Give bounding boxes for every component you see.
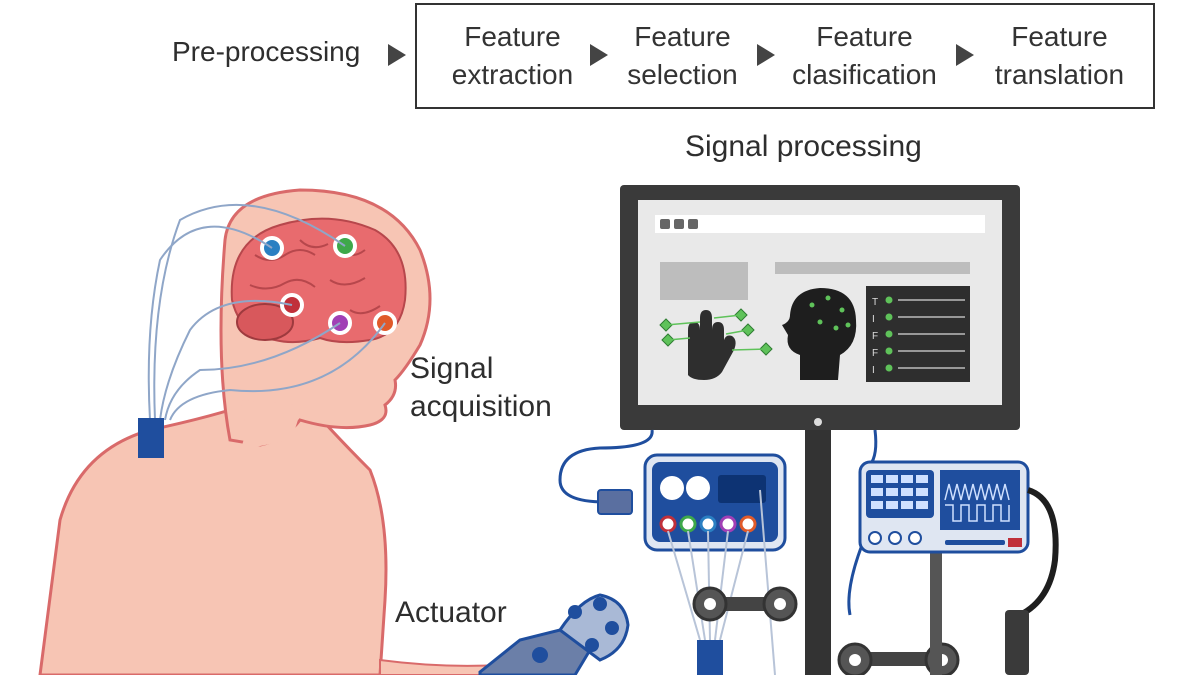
signal-acquisition-line2: acquisition [410,389,552,423]
robotic-hand [478,593,630,675]
amp-dial-icon [686,476,710,500]
signal-processing-label: Signal processing [685,130,922,163]
amp-input-ports [659,515,757,533]
signal-acquisition-line1: Signal [410,352,494,385]
sensor-lines [665,314,767,351]
step-line2: extraction [451,59,574,90]
preprocessing-label: Pre-processing [172,36,361,67]
amp-dial-icon [660,476,684,500]
channel-label: F [872,348,878,359]
step-line2: selection [627,59,738,90]
window-dot [674,219,684,229]
cerebellum [236,303,294,341]
oscilloscope-keys [871,475,928,509]
channel-indicator [885,330,893,338]
mounting-clamps [692,545,960,675]
oscilloscope-knobs [868,531,1022,547]
channel-indicator [885,313,893,321]
amp-display [718,475,766,503]
cable-connector [138,418,164,458]
electrode-cables [147,203,386,421]
head-silhouette-icon [782,288,857,380]
probe-handle [1005,610,1029,675]
amplifier-cable-connector [697,640,723,675]
step-line1: Feature [816,21,913,52]
serial-connector [597,489,633,515]
oscilloscope [847,429,1059,675]
arrow-right-icon [757,44,775,66]
channel-label: F [872,331,878,342]
arrow-right-icon [590,44,608,66]
channel-indicator [885,347,893,355]
screen-block-left [660,262,748,300]
arrow-right-icon [956,44,974,66]
step-feature-extraction: Feature extraction [440,18,585,94]
actuator-label: Actuator [395,596,507,629]
arrow-right-icon [388,44,406,66]
hand-icon [688,310,736,380]
window-dot [660,219,670,229]
channel-label: I [872,314,875,325]
amplifier-cables [667,489,776,675]
body-torso [38,393,388,675]
monitor-stand [805,420,831,675]
oscilloscope-cable [847,544,864,616]
neck [240,400,300,450]
signal-acquisition-label: Signal acquisition [410,350,552,425]
amplifier-device [643,453,787,552]
step-line1: Feature [1011,21,1108,52]
oscilloscope-waveform [944,483,1010,522]
channel-label: I [872,365,875,376]
probe-cable [1018,487,1059,618]
head-sensor-points [809,295,851,331]
step-line1: Feature [634,21,731,52]
channel-indicator [885,364,893,372]
step-line2: clasification [792,59,937,90]
step-feature-translation: Feature translation [982,18,1137,94]
person-figure [38,188,630,675]
window-dot [688,219,698,229]
step-feature-selection: Feature selection [615,18,750,94]
monitor-logo-icon [814,418,822,426]
channel-indicator [885,296,893,304]
screen-titlebar [655,215,985,233]
step-feature-clasification: Feature clasification [782,18,947,94]
step-line2: translation [994,59,1125,90]
cable-to-monitor [558,429,654,504]
channel-label: T [872,297,878,308]
screen-bar-top [775,262,970,274]
step-line1: Feature [464,21,561,52]
feature-pipeline-box [415,3,1155,109]
